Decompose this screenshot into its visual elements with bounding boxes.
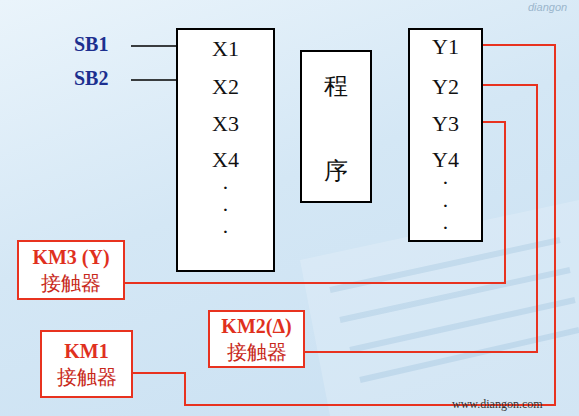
watermark: diangon <box>528 1 567 13</box>
terminal-name: X4 <box>178 147 273 173</box>
button-label: SB1 <box>74 33 108 56</box>
contactor-type: 接触器 <box>41 270 101 296</box>
terminal-name: Y3 <box>410 111 481 137</box>
output-terminal-box: Y1Y2Y3Y4··· <box>408 28 483 242</box>
terminal-name: Y2 <box>410 74 481 100</box>
terminal-name: Y1 <box>410 34 481 60</box>
terminal-name: X2 <box>178 74 273 100</box>
terminal-name: X3 <box>178 111 273 137</box>
contactor-name: KM1 <box>64 338 108 364</box>
terminal-name: Y4 <box>410 147 481 173</box>
contactor-box: KM2(Δ)接触器 <box>208 310 305 368</box>
terminal-name: · <box>410 215 481 241</box>
terminal-name: X1 <box>178 36 273 62</box>
contactor-name: KM2(Δ) <box>221 313 291 339</box>
contactor-name: KM3 (Y) <box>32 244 109 270</box>
watermark: www.diangon.com <box>452 397 543 412</box>
program-box: 程 序 <box>300 50 372 203</box>
terminal-name: · <box>178 219 273 245</box>
input-terminal-box: X1X2X3X4··· <box>176 28 275 272</box>
button-label: SB2 <box>74 67 108 90</box>
program-label: 程 序 <box>323 44 349 214</box>
terminal-name: · <box>410 170 481 196</box>
input-wire <box>131 79 176 81</box>
contactor-type: 接触器 <box>227 339 287 365</box>
contactor-box: KM3 (Y)接触器 <box>17 240 125 300</box>
contactor-type: 接触器 <box>57 364 117 390</box>
input-wire <box>131 45 176 47</box>
contactor-box: KM1接触器 <box>40 330 133 398</box>
